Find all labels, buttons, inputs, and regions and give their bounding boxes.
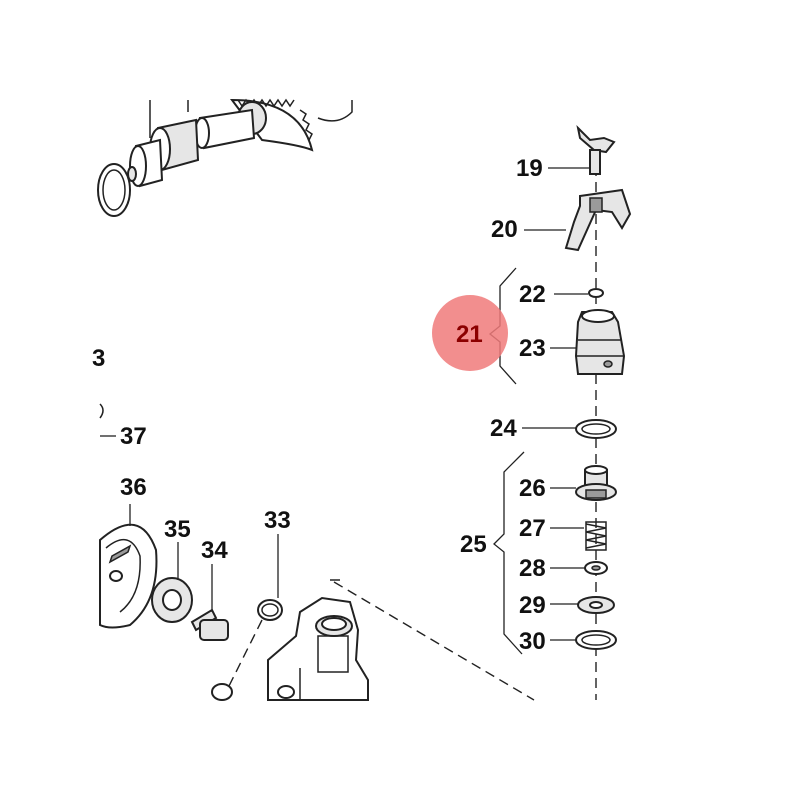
shaft-gear-assembly xyxy=(97,98,353,217)
part-27-spring xyxy=(550,521,607,551)
callout-28: 28 xyxy=(519,555,546,582)
part-23-valve-body xyxy=(550,309,626,375)
callout-23: 23 xyxy=(519,335,546,362)
part-36-cover-plate xyxy=(99,504,158,629)
callout-37: 37 xyxy=(120,423,147,450)
part-33-o-ring xyxy=(211,534,283,701)
bracket-25 xyxy=(493,451,525,655)
callout-29: 29 xyxy=(519,592,546,619)
part-35-seal xyxy=(151,542,193,623)
callout-27: 27 xyxy=(519,515,546,542)
part-24-o-ring xyxy=(522,419,617,439)
callout-22: 22 xyxy=(519,281,546,308)
callout-35: 35 xyxy=(164,516,191,543)
part-34-bolt xyxy=(190,564,229,641)
callout-36: 36 xyxy=(120,474,147,501)
pump-housing xyxy=(267,579,535,701)
callout-34: 34 xyxy=(201,537,228,564)
callout-33: 33 xyxy=(264,507,291,534)
callout-20: 20 xyxy=(491,216,518,243)
part-28-small-washer xyxy=(550,561,608,575)
part-26-valve-seat xyxy=(550,465,617,501)
part-20-bracket xyxy=(524,188,632,252)
callout-26: 26 xyxy=(519,475,546,502)
part-30-o-ring xyxy=(550,630,617,650)
part-29-washer xyxy=(550,596,615,614)
callout-30: 30 xyxy=(519,628,546,655)
part-19-wing-bolt xyxy=(548,124,616,175)
callout-21-highlight xyxy=(432,295,508,371)
partial-labels-left: 3 xyxy=(92,345,105,419)
callout-25: 25 xyxy=(460,531,487,558)
callout-21: 21 xyxy=(456,321,483,348)
callout-19: 19 xyxy=(516,155,543,182)
callout-24: 24 xyxy=(490,415,517,442)
partial-label-3: 3 xyxy=(92,345,105,372)
part-22-small-ring xyxy=(554,288,604,298)
